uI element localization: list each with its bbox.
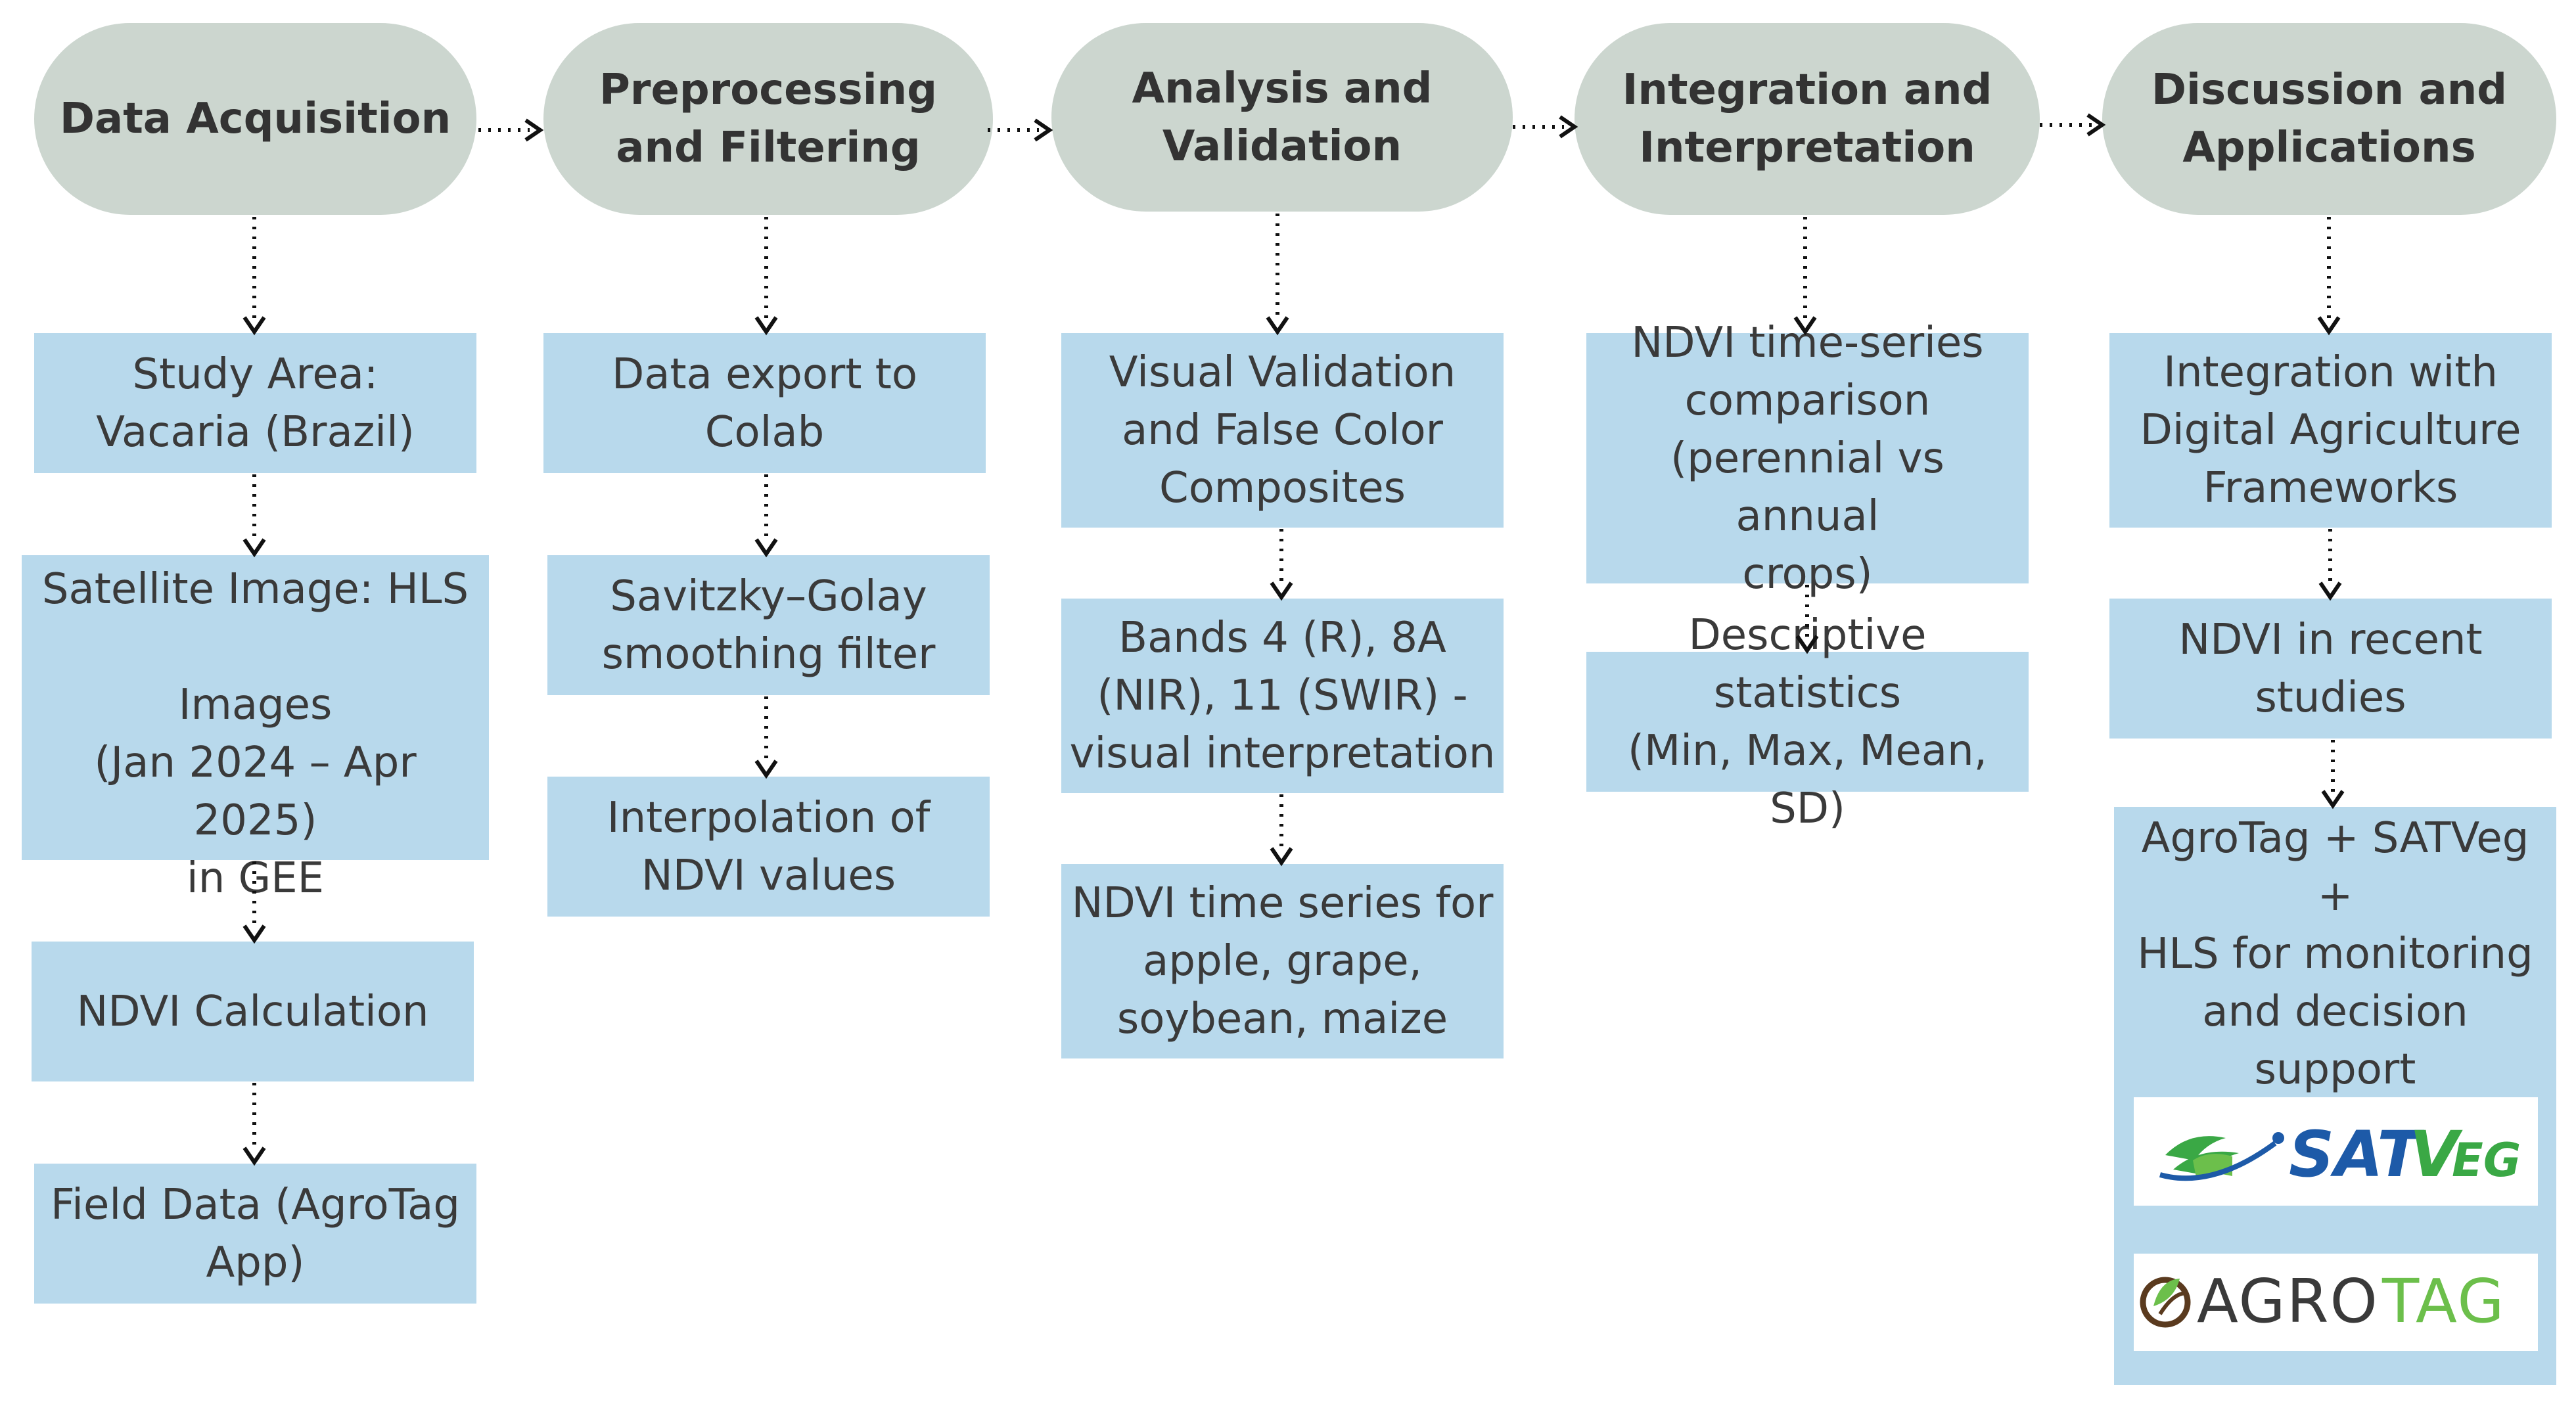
arrow-c3-2 bbox=[1270, 794, 1293, 867]
step-study-area: Study Area: Vacaria (Brazil) bbox=[34, 333, 476, 473]
step-field-data: Field Data (AgroTag App) bbox=[34, 1164, 476, 1304]
arrow-c5-2 bbox=[2321, 740, 2345, 809]
arrow-c2-2 bbox=[754, 696, 778, 779]
step-ndvi-comparison: NDVI time-series comparison (perennial v… bbox=[1586, 319, 2029, 599]
step-visual-validation: Visual Validation and False Color Compos… bbox=[1061, 333, 1504, 528]
step-satellite-image: Satellite Image: HLS Images (Jan 2024 – … bbox=[22, 555, 489, 903]
agrotag-logo: AGRO TAG bbox=[2134, 1254, 2538, 1351]
satveg-logo-graphic: SAT V EG bbox=[2159, 1118, 2521, 1191]
svg-text:SAT: SAT bbox=[2289, 1118, 2424, 1191]
arrow-c2-1 bbox=[754, 474, 778, 558]
step-savitzky-golay: Savitzky–Golay smoothing filter bbox=[547, 555, 990, 695]
step-bands: Bands 4 (R), 8A (NIR), 11 (SWIR) - visua… bbox=[1061, 599, 1504, 793]
arrow-phase-1-2 bbox=[478, 118, 544, 142]
arrow-phase-2-3 bbox=[988, 118, 1053, 142]
arrow-c5-1 bbox=[2318, 529, 2342, 601]
arrow-phase-4-5 bbox=[2040, 113, 2106, 137]
step-ndvi-time-series: NDVI time series for apple, grape, soybe… bbox=[1061, 864, 1504, 1058]
satveg-logo: SAT V EG bbox=[2134, 1097, 2538, 1206]
arrow-c1-0 bbox=[242, 217, 266, 336]
svg-text:AGRO: AGRO bbox=[2197, 1266, 2379, 1336]
step-interpolation: Interpolation of NDVI values bbox=[547, 777, 990, 917]
arrow-c1-3 bbox=[242, 1083, 266, 1166]
svg-text:EG: EG bbox=[2452, 1133, 2521, 1187]
phase-integration: Integration and Interpretation bbox=[1575, 23, 2040, 215]
step-descriptive-statistics: Descriptive statistics (Min, Max, Mean, … bbox=[1586, 611, 2029, 833]
arrow-c3-1 bbox=[1270, 529, 1293, 601]
phase-data-acquisition: Data Acquisition bbox=[34, 23, 476, 215]
arrow-c2-0 bbox=[754, 217, 778, 336]
arrow-c5-0 bbox=[2317, 217, 2341, 336]
agrotag-logo-graphic: AGRO TAG bbox=[2140, 1266, 2506, 1336]
phase-discussion: Discussion and Applications bbox=[2102, 23, 2556, 215]
svg-text:TAG: TAG bbox=[2381, 1266, 2506, 1336]
arrow-c3-0 bbox=[1266, 214, 1289, 336]
arrow-c1-1 bbox=[242, 474, 266, 558]
phase-analysis: Analysis and Validation bbox=[1051, 23, 1513, 212]
svg-text:V: V bbox=[2410, 1118, 2463, 1191]
step-ndvi-calculation: NDVI Calculation bbox=[32, 942, 474, 1081]
step-data-export: Data export to Colab bbox=[543, 333, 986, 473]
phase-preprocessing: Preprocessing and Filtering bbox=[543, 23, 993, 215]
arrow-phase-3-4 bbox=[1513, 115, 1578, 139]
step-integration-frameworks: Integration with Digital Agriculture Fra… bbox=[2109, 333, 2552, 528]
step-ndvi-recent-studies: NDVI in recent studies bbox=[2109, 599, 2552, 739]
